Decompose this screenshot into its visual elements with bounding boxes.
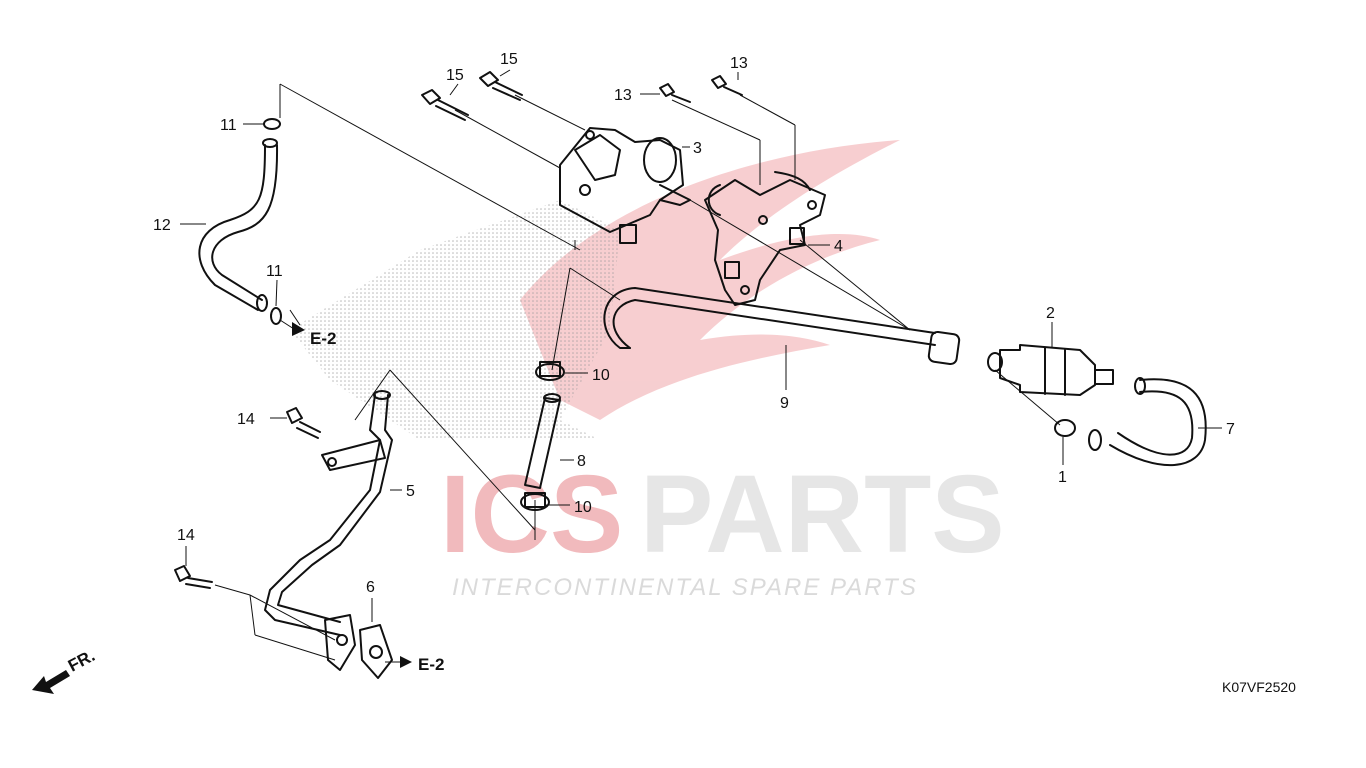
watermark-ics: ICS	[440, 453, 623, 576]
bolt-15-upper	[479, 71, 523, 101]
valve-bracket	[704, 171, 826, 306]
callout-labels: 11 12 11 14 14 5 6 10 8 10 9 3 4 2 1 7 1…	[153, 51, 1235, 596]
bolt-15-lower	[421, 89, 469, 121]
bolt-13-left	[659, 83, 691, 103]
callout-3: 3	[693, 140, 702, 157]
ref-arrow-bottom-icon	[400, 656, 412, 668]
ref-e2-top: E-2	[310, 329, 336, 348]
watermark: ICS PARTS INTERCONTINENTAL SPARE PARTS	[440, 140, 1005, 601]
callout-1: 1	[1058, 469, 1067, 486]
pipe-gasket	[324, 614, 393, 679]
watermark-tagline: INTERCONTINENTAL SPARE PARTS	[452, 574, 918, 601]
callout-4: 4	[834, 238, 843, 255]
callout-15-left: 15	[446, 67, 464, 84]
clip-11-lower	[270, 307, 282, 325]
callout-13-right: 13	[730, 55, 748, 72]
callout-7: 7	[1226, 421, 1235, 438]
callout-14-lower: 14	[177, 527, 195, 544]
callout-pointers	[180, 69, 1222, 622]
front-label: FR.	[65, 646, 98, 676]
breather-hose	[198, 138, 279, 312]
air-injection-pipe	[264, 390, 393, 636]
hose-clamp-upper	[535, 361, 565, 381]
diagram-code: K07VF2520	[1222, 679, 1296, 695]
callout-12: 12	[153, 217, 171, 234]
bolt-14-lower	[174, 565, 213, 589]
watermark-parts: PARTS	[640, 453, 1005, 576]
callout-6: 6	[366, 579, 375, 596]
callout-10-lower: 10	[574, 499, 592, 516]
callout-2: 2	[1046, 305, 1055, 322]
callout-14-upper: 14	[237, 411, 255, 428]
watermark-wing-icon	[520, 140, 900, 420]
callout-10-upper: 10	[592, 367, 610, 384]
clip-1	[1054, 419, 1076, 437]
callout-15-right: 15	[500, 51, 518, 68]
bolt-13-right	[711, 75, 743, 96]
clip-11-upper	[263, 118, 281, 130]
callout-13-left: 13	[614, 87, 632, 104]
air-filter	[987, 344, 1114, 396]
front-direction: FR.	[32, 646, 98, 694]
callout-8: 8	[577, 453, 586, 470]
bolt-14-upper	[286, 407, 321, 439]
callout-11-lower: 11	[266, 263, 283, 280]
short-hose	[524, 393, 561, 489]
leader-lines	[214, 83, 1061, 661]
return-hose	[1088, 377, 1207, 466]
front-arrow-icon	[32, 670, 70, 694]
ref-arrow-top-icon	[292, 322, 305, 336]
hose-clamp-lower	[520, 492, 550, 511]
callout-11-upper: 11	[220, 117, 237, 134]
callout-9: 9	[780, 395, 789, 412]
callout-5: 5	[406, 483, 415, 500]
ref-e2-bottom: E-2	[418, 655, 444, 674]
dotted-shadow	[290, 200, 620, 440]
long-hose	[603, 287, 961, 366]
air-suction-valve	[559, 127, 691, 244]
